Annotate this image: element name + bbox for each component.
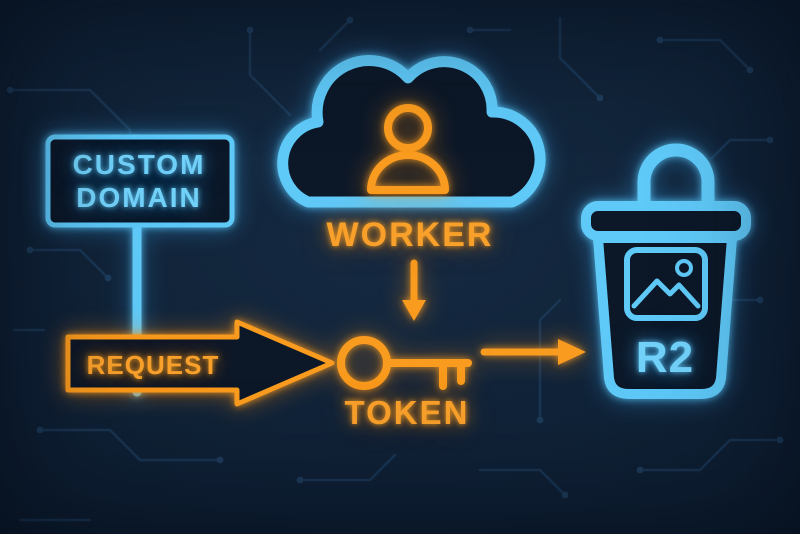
token-label: TOKEN	[344, 394, 470, 431]
cloud-icon	[277, 55, 546, 208]
r2-label: R2	[635, 333, 695, 382]
bucket-rim	[581, 201, 751, 241]
sign-label-line1: CUSTOM	[72, 149, 206, 180]
sign-label-line2: DOMAIN	[76, 182, 202, 213]
image-icon	[624, 247, 708, 321]
arrow-right-icon	[480, 339, 586, 365]
request-arrow	[65, 319, 335, 407]
key-icon	[337, 336, 472, 390]
custom-domain-sign	[45, 134, 235, 228]
person-icon	[367, 104, 449, 194]
circuit-traces	[8, 16, 782, 522]
padlock-icon	[637, 143, 715, 219]
worker-label: WORKER	[326, 216, 494, 254]
orange-neon-group	[65, 104, 586, 407]
blue-neon-group	[45, 55, 751, 399]
request-label: REQUEST	[86, 350, 220, 380]
arrow-down-icon	[402, 259, 426, 321]
circuit-nodes	[6, 16, 784, 499]
